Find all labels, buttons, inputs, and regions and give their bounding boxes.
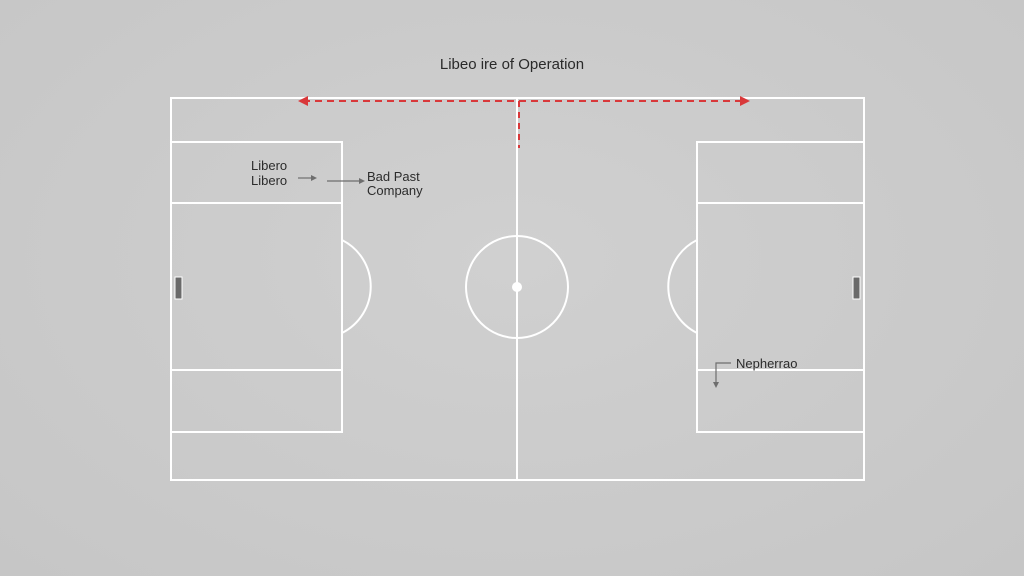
nepherrao-arrow: [713, 362, 731, 388]
mid-label-2: Company: [367, 183, 423, 198]
left-label-2: Libero: [251, 173, 288, 188]
right-penalty-arc: [667, 239, 698, 334]
left-label-1: Libero: [251, 158, 288, 173]
mid-label-1: Bad Past: [367, 169, 420, 184]
left-penalty-arc: [341, 239, 372, 334]
left-goal: [174, 276, 183, 300]
right-label: Nepherrao: [736, 356, 798, 371]
left-penalty-area: [170, 141, 343, 433]
right-penalty-area: [696, 141, 865, 433]
diagram-title: Libeo ire of Operation: [439, 56, 585, 73]
right-goal: [852, 276, 861, 300]
center-circle: [465, 235, 569, 339]
center-spot: [512, 282, 522, 292]
